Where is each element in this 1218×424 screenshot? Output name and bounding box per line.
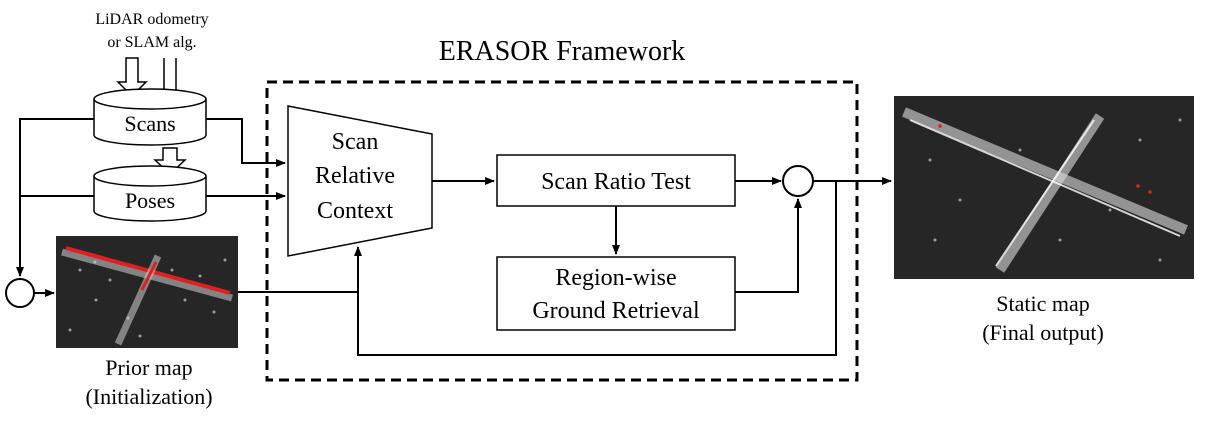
input-source-label-line1: LiDAR odometry (95, 11, 208, 28)
connectors (16, 118, 892, 356)
scan-relative-context-block (287, 105, 433, 257)
static-map-caption-line2: (Final output) (982, 320, 1104, 345)
prior-map-image (56, 236, 238, 348)
framework-boundary (265, 80, 859, 382)
static-map-caption-line1: Static map (996, 291, 1089, 316)
scans-cylinder-icon (93, 88, 207, 146)
src-label-line1: Scan (332, 129, 379, 155)
scan-ratio-test-block (496, 154, 736, 207)
framework-title: ERASOR Framework (439, 36, 686, 67)
initial-junction-circle-icon (5, 278, 35, 308)
ground-retrieval-block (496, 256, 736, 331)
static-map-image (894, 96, 1194, 279)
poses-label: Poses (125, 188, 175, 213)
poses-cylinder-icon (93, 165, 207, 222)
ground-retrieval-label-line1: Region-wise (555, 265, 676, 291)
scans-label: Scans (124, 111, 175, 136)
scan-ratio-test-label: Scan Ratio Test (541, 169, 691, 195)
prior-map-caption-line2: (Initialization) (85, 384, 212, 409)
src-label-line2: Relative (315, 163, 395, 189)
input-source-label-line2: or SLAM alg. (107, 34, 196, 51)
prior-map-caption-line1: Prior map (105, 355, 192, 380)
summing-junction-circle-icon (782, 165, 814, 197)
src-label-line3: Context (317, 198, 393, 224)
ground-retrieval-label-line2: Ground Retrieval (532, 298, 700, 324)
